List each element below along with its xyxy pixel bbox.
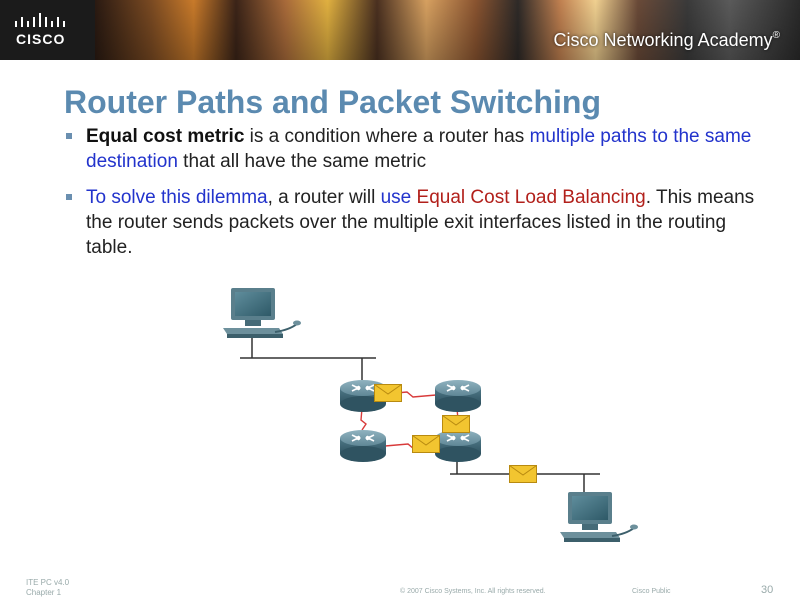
academy-label: Cisco Networking Academy® xyxy=(553,30,780,50)
bullet-list: Equal cost metric is a condition where a… xyxy=(64,124,764,271)
footer-copyright: © 2007 Cisco Systems, Inc. All rights re… xyxy=(400,588,546,595)
footer-course: ITE PC v4.0 xyxy=(26,578,70,587)
bullet1-bold: Equal cost metric xyxy=(86,126,245,147)
bullet2-red: Equal Cost Load Balancing xyxy=(416,187,646,208)
router-bottom-right-icon xyxy=(435,430,481,462)
slide-title: Router Paths and Packet Switching xyxy=(64,84,601,120)
footer-course-info: ITE PC v4.0 Chapter 1 xyxy=(26,578,69,598)
packet-envelope-icon xyxy=(412,435,440,453)
cisco-logo-text: CISCO xyxy=(16,31,66,47)
computer-bottom-icon xyxy=(560,492,639,543)
bullet2-blue2: use xyxy=(380,187,412,208)
header-banner: CISCO Cisco Networking Academy® xyxy=(0,0,800,60)
bullet1-blue: multiple paths to the same destination xyxy=(86,126,752,172)
link-top-left-bottom-left xyxy=(360,407,367,431)
bullet-equal-cost-metric: Equal cost metric is a condition where a… xyxy=(64,124,764,174)
packet-envelope-icon xyxy=(442,415,470,433)
computer-top-icon xyxy=(223,288,302,339)
page-number: 30 xyxy=(761,584,774,596)
bullet1-text1: is a condition where a router has xyxy=(244,126,530,147)
cisco-logo-icon xyxy=(15,13,65,27)
bullet1-text2: that all have the same metric xyxy=(177,151,427,172)
bullet2-blue1: To solve this dilemma xyxy=(86,187,268,208)
packet-envelope-icon xyxy=(509,465,537,483)
banner-photo-strip xyxy=(95,0,800,60)
bullet-load-balancing: To solve this dilemma, a router will use… xyxy=(64,185,764,260)
router-top-right-icon xyxy=(435,380,481,412)
footer-classification: Cisco Public xyxy=(632,588,671,595)
packet-envelope-icon xyxy=(374,384,402,402)
footer-chapter: Chapter 1 xyxy=(26,588,62,597)
router-bottom-left-icon xyxy=(340,430,386,462)
bullet2-text3: . This means the router sends packets ov… xyxy=(86,187,755,258)
bullet2-text1: , a router will xyxy=(267,187,381,208)
